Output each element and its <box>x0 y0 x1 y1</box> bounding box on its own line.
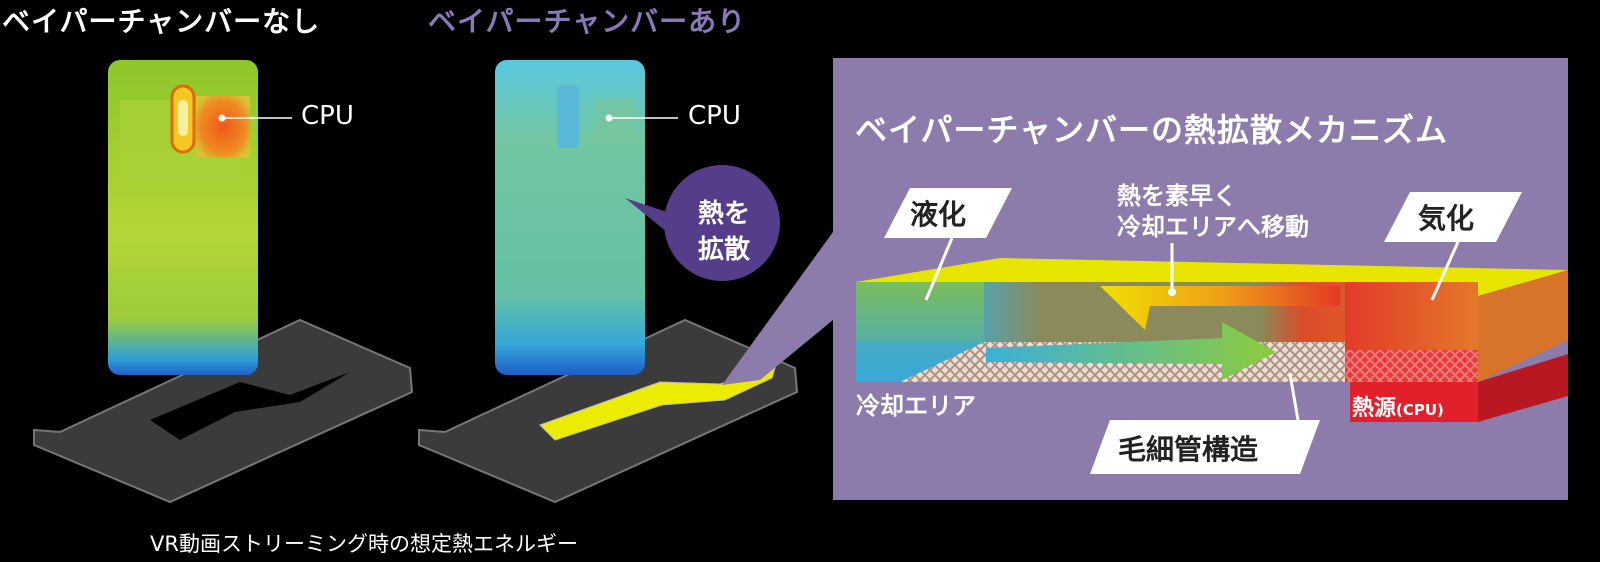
left-cpu-label: CPU <box>301 101 354 131</box>
callout-wedge <box>722 232 833 385</box>
capillary-label-box <box>1090 420 1320 474</box>
capillary-mesh-hot <box>1345 350 1478 382</box>
heat-source-block <box>1350 382 1478 422</box>
heading-without-vapor-chamber: ベイパーチャンバーなし <box>2 5 321 38</box>
heat-source-side <box>1478 354 1568 422</box>
figure-caption: VR動画ストリーミング時の想定熱エネルギー <box>150 532 578 556</box>
vaporize-label-box <box>1384 192 1522 242</box>
cool-mesh-overlay <box>856 342 984 382</box>
hot-zone <box>1345 282 1478 350</box>
heat-source-sub: (CPU) <box>1396 401 1444 419</box>
vaporize-label: 気化 <box>1418 202 1475 235</box>
chamber-side-face <box>1478 270 1568 382</box>
right-cpu-label: CPU <box>688 101 741 131</box>
vapor-arrow <box>1100 286 1340 330</box>
vaporize-leader <box>1430 241 1460 301</box>
move-label-line-2: 冷却エリアへ移動 <box>1117 213 1309 241</box>
spread-heat-bubble <box>625 165 780 281</box>
liquid-arrow <box>986 322 1276 380</box>
liquefy-label: 液化 <box>910 198 967 231</box>
left-phone-chassis <box>2 318 414 504</box>
bubble-text: 熱を 拡散 <box>672 196 776 268</box>
capillary-leader <box>1288 373 1300 421</box>
liquefy-label-box <box>884 188 1012 238</box>
heat-source-label: 熱源(CPU) <box>1352 390 1444 422</box>
left-thermal-map <box>108 60 258 375</box>
heat-source-text: 熱源 <box>1352 396 1397 421</box>
cooling-area-label: 冷却エリア <box>856 392 976 420</box>
left-cpu-dot <box>218 114 226 122</box>
bubble-line-1: 熱を <box>697 199 750 229</box>
right-thermal-map <box>495 60 645 375</box>
move-label-line-1: 熱を素早く <box>1117 182 1237 210</box>
right-phone-chassis <box>350 318 799 504</box>
liquefy-leader <box>924 237 954 301</box>
heading-with-vapor-chamber: ベイパーチャンバーあり <box>428 5 747 38</box>
mechanism-title: ベイパーチャンバーの熱拡散メカニズム <box>855 111 1449 149</box>
capillary-label: 毛細管構造 <box>1118 433 1259 466</box>
bubble-line-2: 拡散 <box>697 235 750 265</box>
right-cpu-dot <box>605 114 613 122</box>
move-dot <box>1168 288 1176 296</box>
